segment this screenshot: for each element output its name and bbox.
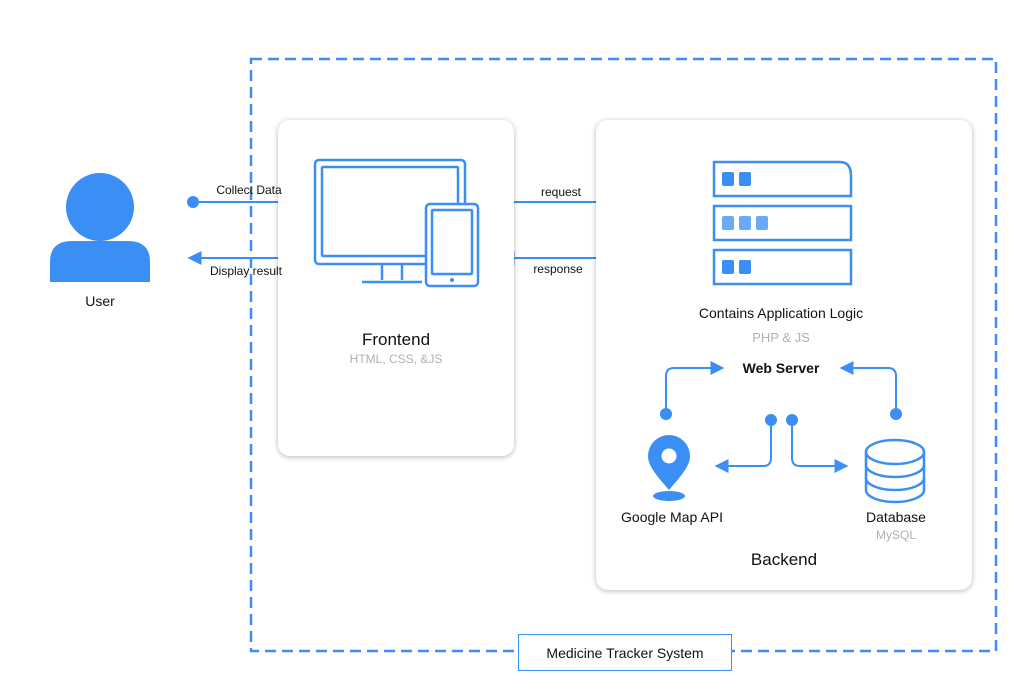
request-label: request (540, 185, 582, 199)
logic-sub: PHP & JS (752, 330, 810, 345)
backend-title: Backend (750, 550, 818, 569)
map-api-label: Google Map API (621, 509, 723, 525)
user-icon (50, 173, 150, 282)
system-title: Medicine Tracker System (546, 644, 704, 661)
database-sub: MySQL (875, 528, 917, 542)
display-result-label: Display result (209, 264, 283, 278)
db-to-server-connector (839, 361, 902, 420)
web-server-label: Web Server (742, 360, 820, 376)
map-pin-icon (648, 435, 690, 501)
system-label-box: Medicine Tracker System (518, 634, 732, 671)
map-to-server-connector (660, 361, 725, 420)
server-to-db-connector (786, 414, 849, 473)
frontend-subtitle: HTML, CSS, &JS (349, 352, 443, 366)
database-icon (864, 438, 926, 504)
user-label: User (85, 293, 115, 309)
devices-icon (313, 158, 480, 288)
database-label: Database (866, 509, 926, 525)
frontend-title: Frontend (361, 330, 431, 349)
collect-data-label: Collect Data (216, 183, 282, 197)
backend-card: Contains Application Logic PHP & JS Web … (596, 120, 972, 590)
server-icon (712, 160, 853, 286)
backend-graphics (648, 160, 926, 504)
response-label: response (533, 262, 583, 276)
logic-label: Contains Application Logic (698, 305, 864, 321)
server-to-map-connector (714, 414, 777, 473)
frontend-card: Frontend HTML, CSS, &JS (278, 120, 514, 456)
